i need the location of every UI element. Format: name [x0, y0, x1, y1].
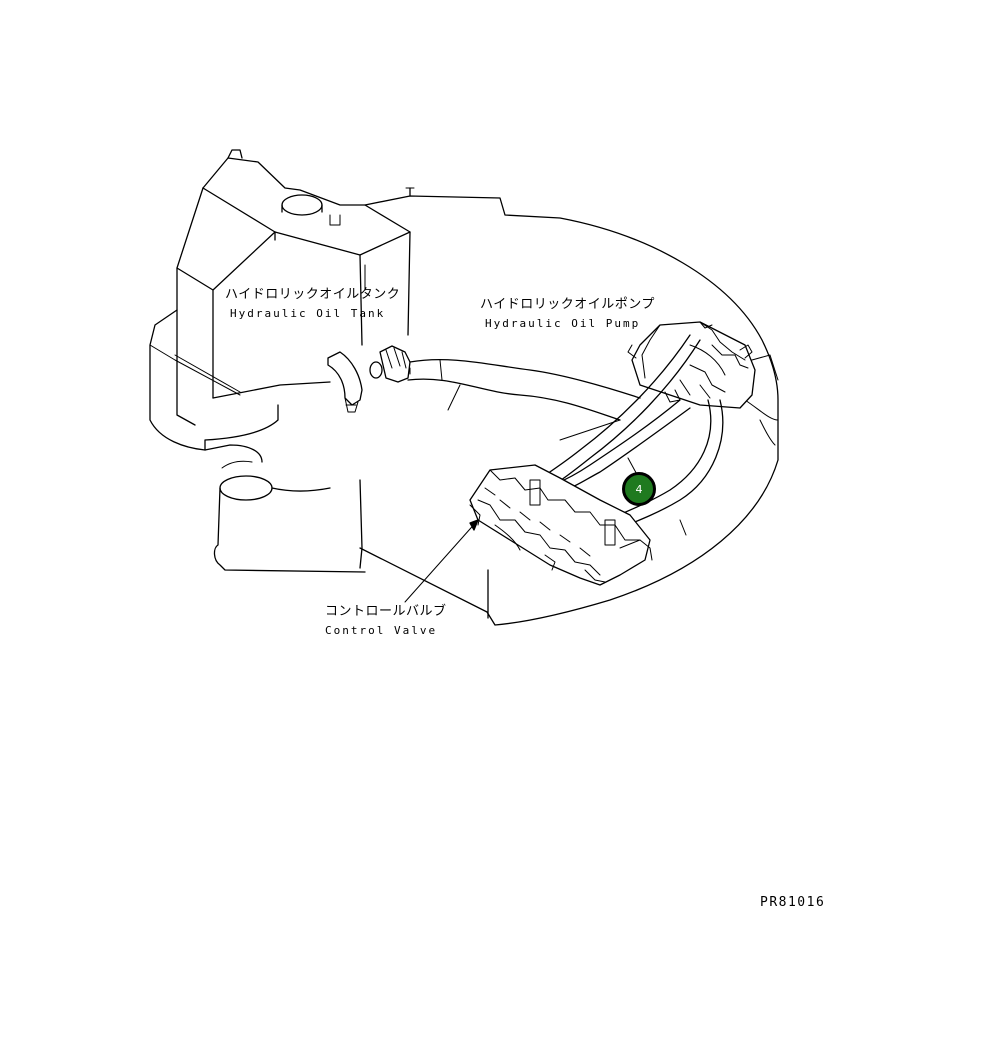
pump-label-en: Hydraulic Oil Pump [485, 317, 641, 330]
valve-label-jp: コントロールバルブ [325, 604, 447, 619]
pump-label-jp: ハイドロリックオイルポンプ [480, 297, 655, 312]
pressure-hoses [537, 334, 724, 536]
leader-lines [364, 264, 479, 603]
valve-label-en: Control Valve [325, 624, 438, 637]
tank-label-en: Hydraulic Oil Tank [230, 307, 386, 320]
drawing-code: PR81016 [760, 895, 826, 910]
hydraulic-oil-pump [627, 321, 756, 409]
callout-number-badge[interactable]: 4 [622, 472, 656, 506]
lower-frame-left [149, 309, 366, 573]
revolving-frame [359, 187, 779, 626]
suction-hose [379, 345, 641, 441]
tank-label-jp: ハイドロリックオイルタンク [225, 287, 401, 302]
hydraulic-oil-tank [176, 149, 411, 426]
control-valve [469, 464, 653, 586]
